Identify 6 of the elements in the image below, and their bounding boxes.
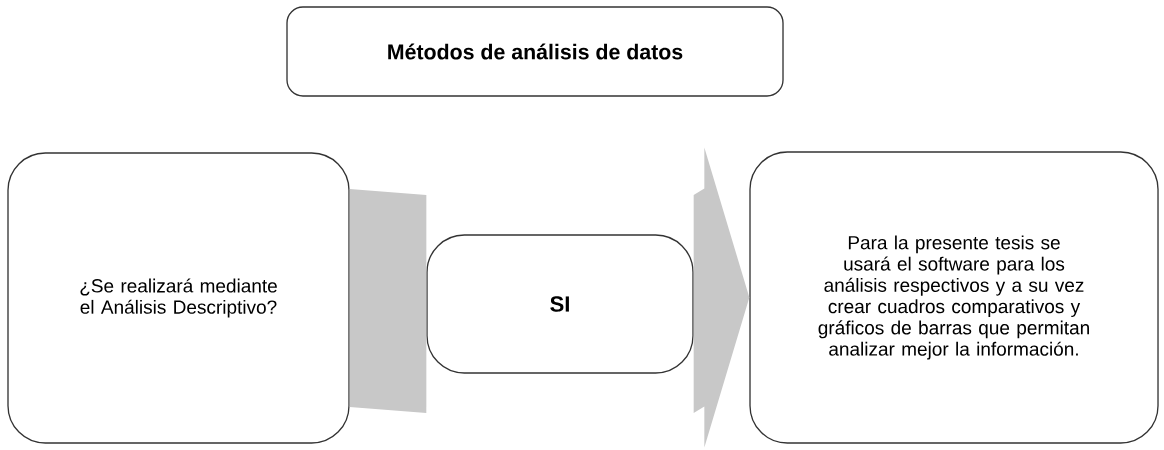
rounded-box: Para la presente tesis se usará el software para los análisis respectivos y a su vez crear cuadros comparativos y gráficos de barras que permitan analizar mejor la información. bbox=[749, 151, 1159, 444]
rounded-box: SI bbox=[426, 234, 694, 374]
block-arrow bbox=[693, 147, 750, 448]
title-box: Métodos de análisis de datos bbox=[286, 6, 784, 97]
rounded-box: ¿Se realizará mediante el Análisis Descriptivo? bbox=[7, 152, 350, 444]
block-arrow bbox=[349, 189, 427, 413]
